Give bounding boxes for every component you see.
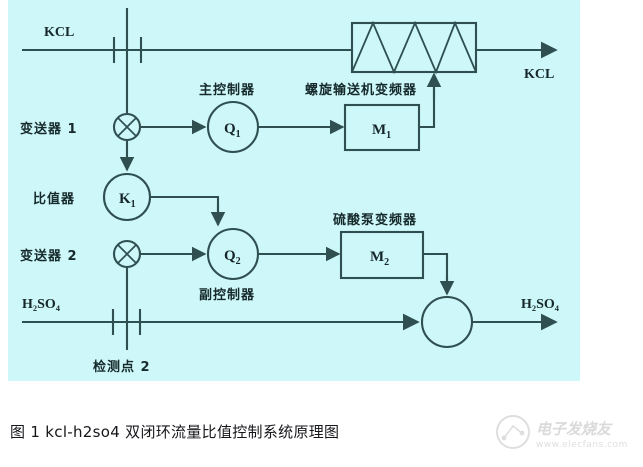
main-controller-label: 主控制器 (199, 82, 255, 98)
h2so4-inlet-label: H₂SO₄ (22, 297, 61, 312)
detection-point-2-label: 检测点 2 (93, 359, 151, 375)
screw-conveyor-body (350, 21, 478, 74)
screw-conveyor-flight (351, 20, 477, 75)
transmitter-2-label: 变送器 2 (20, 248, 78, 264)
main-controller-symbol: Q1 (224, 121, 241, 140)
watermark-url: www.elecfans.com (536, 440, 628, 450)
sub-controller-label: 副控制器 (199, 287, 255, 303)
watermark-logo-circle (496, 415, 530, 449)
h2so4-outlet-label: H₂SO₄ (521, 297, 560, 312)
watermark-logo-dot-b (519, 430, 525, 436)
kcl-outlet-label: KCL (524, 67, 554, 82)
ratio-unit-symbol: K1 (119, 191, 136, 210)
ratio-unit-label: 比值器 (33, 191, 75, 207)
watermark: 电子发烧友 www.elecfans.com (496, 415, 628, 450)
watermark-logo-path (503, 424, 523, 439)
screw-conveyor-vfd-label: 螺旋输送机变频器 (305, 82, 417, 98)
sub-controller-symbol: Q2 (224, 248, 241, 267)
diagram-background (8, 0, 580, 381)
watermark-brand: 电子发烧友 (536, 420, 613, 438)
summing-junction-1-cross-b (117, 117, 137, 137)
kcl-inlet-label: KCL (44, 25, 74, 40)
watermark-logo-dot-a (501, 435, 507, 441)
motor1-symbol: M1 (372, 122, 391, 141)
transmitter-1-label: 变送器 1 (20, 121, 78, 137)
figure-caption: 图 1 kcl-h2so4 双闭环流量比值控制系统原理图 (10, 423, 340, 441)
motor2-symbol: M2 (370, 249, 389, 268)
summing-junction-2-cross-b (117, 244, 137, 264)
acid-pump-vfd-label: 硫酸泵变频器 (333, 212, 417, 228)
